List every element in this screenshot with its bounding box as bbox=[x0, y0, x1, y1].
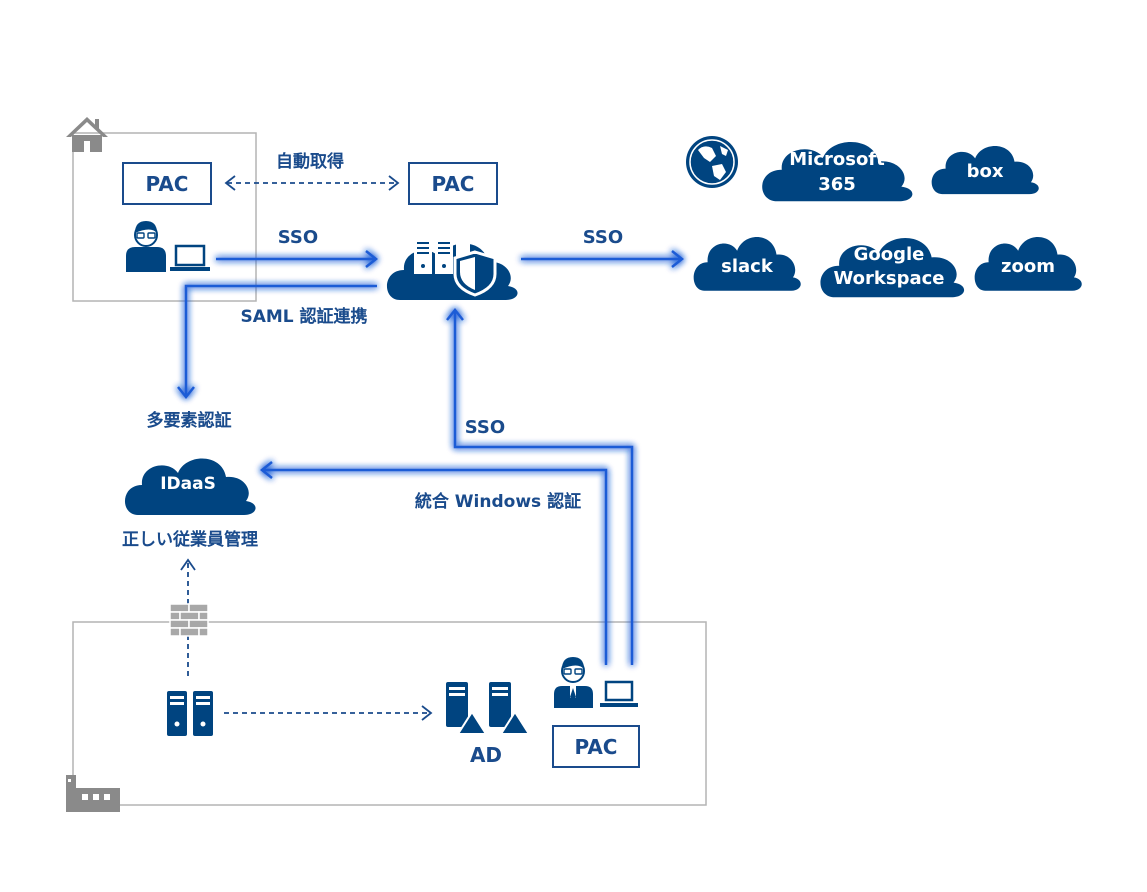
firewall-icon bbox=[169, 603, 209, 637]
sso-user-arrow bbox=[216, 250, 379, 268]
svg-text:Workspace: Workspace bbox=[833, 268, 944, 289]
saml-arrow bbox=[177, 284, 377, 400]
sso-apps-arrow bbox=[521, 250, 685, 268]
app-google-workspace: Google Workspace bbox=[820, 237, 965, 298]
idaas-top-label: 多要素認証 bbox=[147, 410, 232, 431]
svg-text:box: box bbox=[967, 161, 1004, 182]
auto-fetch-label: 自動取得 bbox=[276, 151, 344, 172]
shield-icon bbox=[453, 250, 497, 297]
windows-auth-label: 統合 Windows 認証 bbox=[415, 491, 581, 512]
idaas-name: IDaaS bbox=[160, 474, 216, 494]
svg-text:slack: slack bbox=[721, 256, 774, 277]
globe-icon bbox=[686, 136, 738, 188]
cloud-pac-box bbox=[408, 162, 498, 205]
windows-auth-arrow bbox=[259, 461, 608, 665]
sso-office-arrow bbox=[446, 307, 634, 665]
ad-server-icon bbox=[446, 682, 531, 735]
office-frame bbox=[72, 621, 707, 806]
office-user-icon bbox=[554, 657, 593, 708]
office-pac-box bbox=[552, 725, 640, 768]
idaas-bottom-label: 正しい従業員管理 bbox=[122, 529, 258, 550]
laptop-icon bbox=[170, 244, 210, 271]
office-laptop-icon bbox=[600, 680, 638, 707]
sso-office-label: SSO bbox=[465, 417, 505, 438]
svg-text:Microsoft: Microsoft bbox=[789, 149, 885, 170]
saml-label: SAML 認証連携 bbox=[240, 306, 367, 327]
svg-text:zoom: zoom bbox=[1001, 256, 1055, 277]
cloud-pac-label: PAC bbox=[432, 172, 475, 196]
home-frame bbox=[72, 132, 257, 302]
home-pac-box bbox=[122, 162, 212, 205]
ad-label: AD bbox=[470, 743, 502, 767]
auto-fetch-arrow bbox=[224, 175, 400, 191]
app-microsoft-365: Microsoft 365 bbox=[762, 141, 913, 202]
home-pac-label: PAC bbox=[146, 172, 189, 196]
svg-text:Google: Google bbox=[854, 244, 925, 265]
servers-to-ad-arrow bbox=[224, 705, 433, 721]
onprem-server-icon bbox=[167, 691, 213, 736]
sso-user-label: SSO bbox=[278, 227, 318, 248]
office-building-icon bbox=[66, 775, 120, 812]
house-icon bbox=[66, 117, 108, 152]
app-zoom: zoom bbox=[974, 236, 1082, 291]
app-slack: slack bbox=[693, 236, 801, 291]
user-icon bbox=[126, 221, 166, 272]
sso-apps-label: SSO bbox=[583, 227, 623, 248]
app-box: box bbox=[931, 146, 1039, 195]
office-pac-label: PAC bbox=[575, 735, 618, 759]
svg-text:365: 365 bbox=[818, 174, 856, 195]
